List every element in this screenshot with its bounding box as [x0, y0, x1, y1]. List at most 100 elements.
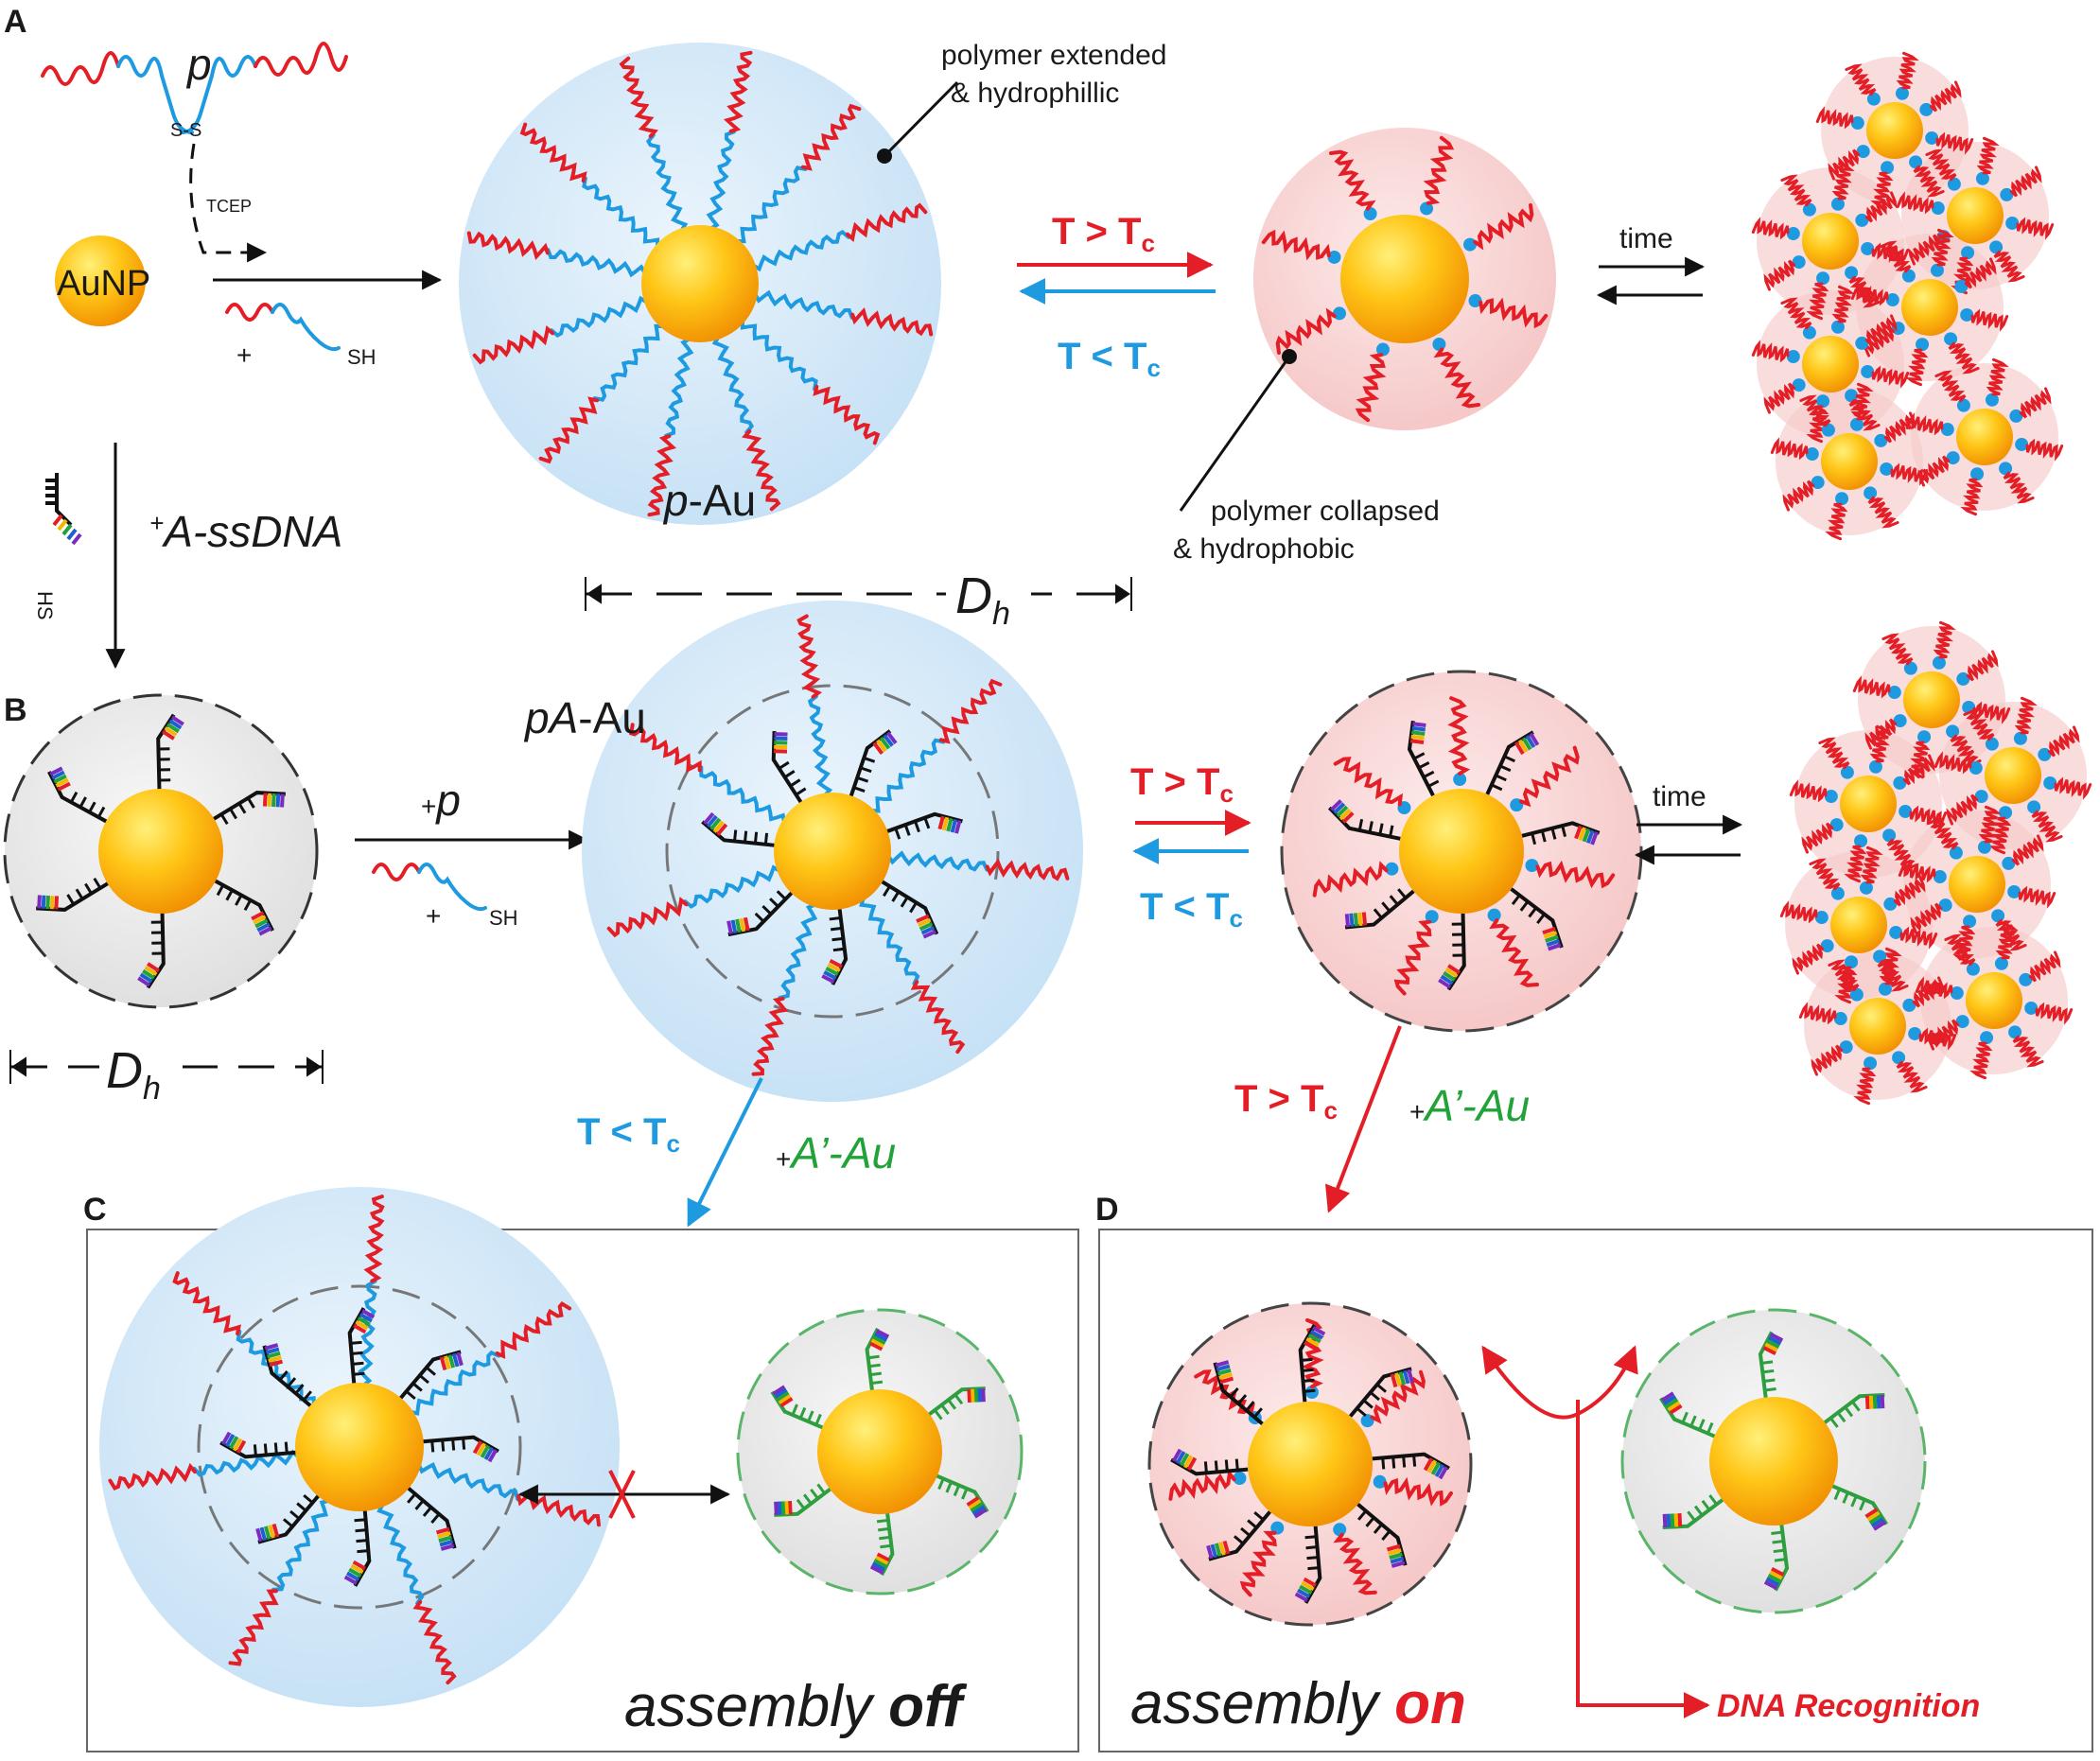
aggregate-chain-bead	[1864, 1056, 1878, 1071]
p-au-particle	[459, 43, 941, 525]
aggregate-chain	[1860, 846, 1883, 884]
ssdna-strand-base	[1491, 783, 1503, 792]
ssdna-strand	[1356, 1502, 1408, 1566]
ssdna-strand-tip	[265, 1347, 280, 1355]
collapsed-chain-bead	[1525, 859, 1539, 873]
complementary-strand-base	[945, 1481, 953, 1493]
aggregate-chain	[1913, 165, 1945, 198]
ssdna-strand-tip	[256, 922, 271, 933]
aunp-label: AuNP	[57, 264, 150, 304]
polymer-chain	[807, 694, 833, 797]
complementary-strand-tip	[973, 1388, 979, 1403]
aggregate-chain-bead	[1932, 655, 1946, 670]
ssdna-strand-tip	[1344, 914, 1351, 928]
ssdna-strand-base	[1237, 1394, 1248, 1405]
ssdna-strand-tip	[251, 911, 265, 921]
polymer-chain	[172, 1271, 241, 1336]
aggregate-chain	[1896, 1060, 1928, 1093]
ssdna-strand-base	[1412, 1455, 1417, 1467]
complementary-strand-base	[934, 1409, 943, 1421]
complementary-strand-tip	[871, 1561, 885, 1572]
complementary-strand-tip	[869, 1341, 884, 1351]
ssdna-strand-base	[278, 1369, 289, 1382]
complementary-strand-tip	[1769, 1570, 1783, 1580]
aggregate-chain-bead	[1802, 325, 1816, 340]
ssdna-strand-base	[1397, 888, 1408, 899]
ssdna-strand-tip	[1219, 1376, 1234, 1385]
aggregate-chain	[1925, 148, 1957, 182]
collapsed-pa-au-particle	[1280, 670, 1643, 1033]
ssdna-strand-tip	[271, 1523, 280, 1538]
polymer-chain	[546, 248, 647, 278]
aggregate-particle	[1815, 51, 1974, 210]
ssdna-strand-tip	[361, 1309, 376, 1319]
ssdna-strand-tip	[1186, 1456, 1198, 1471]
aggregate-chain-bead	[1956, 398, 1970, 412]
aggregate-particle	[1934, 696, 2092, 855]
polymer-chain	[753, 289, 854, 320]
collapsed-chain-bead	[1420, 201, 1434, 216]
complementary-strand-tip	[1666, 1513, 1671, 1527]
t-greater-label-a: T > Tc	[1052, 211, 1155, 257]
complementary-strand-tip	[780, 1501, 786, 1515]
ssdna-strand	[213, 878, 274, 932]
aggregate-chain-bead	[1833, 1012, 1847, 1026]
ssdna-strand-tip	[1412, 722, 1426, 727]
aggregate-chain	[1883, 411, 1916, 444]
aggregate-chain-bead	[1933, 870, 1947, 884]
ssdna-strand-base	[763, 832, 769, 845]
aggregate-chain-bead	[1963, 915, 1977, 929]
polymer-chain	[412, 1599, 457, 1685]
ssdna-strand-base	[856, 776, 869, 783]
ssdna-strand-tip	[823, 970, 837, 981]
complementary-strand-tip	[966, 1496, 980, 1507]
ssdna-strand-tip	[1590, 831, 1599, 846]
collapsed-chain	[1473, 203, 1534, 251]
aggregate-core	[1903, 671, 1960, 728]
ssdna-strand-base	[900, 896, 909, 908]
complementary-strand-tip	[776, 1390, 790, 1402]
aggregate-chain-bead	[2013, 731, 2027, 745]
polymer-chain	[495, 1300, 572, 1359]
complementary-strand-tip	[774, 1501, 779, 1515]
complementary-strand-base	[940, 1404, 950, 1416]
aggregate-chain	[1934, 370, 1967, 403]
complementary-strand-tip	[1669, 1404, 1683, 1415]
ssdna-strand-base	[894, 828, 901, 840]
ssdna-strand-base	[753, 831, 759, 844]
ssdna-strand-base	[1369, 1391, 1380, 1402]
hs-label: HS	[33, 591, 57, 620]
ssdna-strand-tip	[726, 920, 733, 934]
ssdna-strand-tip	[49, 766, 63, 776]
complementary-strand-base	[816, 1483, 826, 1494]
complementary-strand-base	[947, 1399, 957, 1410]
aggregate-chain	[1993, 250, 2025, 283]
ssdna-strand-tip	[1440, 974, 1454, 985]
aggregate-chain	[1848, 275, 1881, 308]
complementary-strand-base	[1760, 1360, 1774, 1365]
ssdna-strand-tip	[162, 729, 175, 741]
complementary-strand-base	[1701, 1499, 1711, 1511]
aggregate-core	[1840, 776, 1897, 832]
ssdna-strand-base	[1305, 1545, 1318, 1550]
complementary-strand-tip	[778, 1393, 792, 1404]
ssdna-strand-tip	[1394, 1372, 1402, 1386]
complementary-strand-base	[1708, 1494, 1718, 1506]
aggregate-chain-bead	[1899, 804, 1913, 818]
aggregate-chain-bead	[1985, 392, 1999, 407]
ssdna-strand-base	[1307, 1566, 1320, 1571]
polymer-chain	[751, 996, 789, 1076]
extended-callout-dot	[877, 148, 892, 164]
aggregate-chain-bead	[1889, 925, 1903, 939]
aggregate-core	[1802, 336, 1859, 392]
polymer-chain	[417, 1461, 520, 1502]
aggregate-chain	[1809, 858, 1841, 891]
complementary-strand-base	[953, 1484, 961, 1497]
complementary-strand-tip	[869, 1564, 884, 1575]
ssdna-strand-tip	[137, 976, 151, 987]
aggregate-chain	[2012, 1035, 2044, 1068]
aggregate-chain	[1896, 51, 1919, 90]
ssdna-strand-tip	[476, 1442, 487, 1456]
ssdna-strand-tip	[1447, 964, 1461, 975]
ssdna-strand-base	[1550, 828, 1557, 840]
